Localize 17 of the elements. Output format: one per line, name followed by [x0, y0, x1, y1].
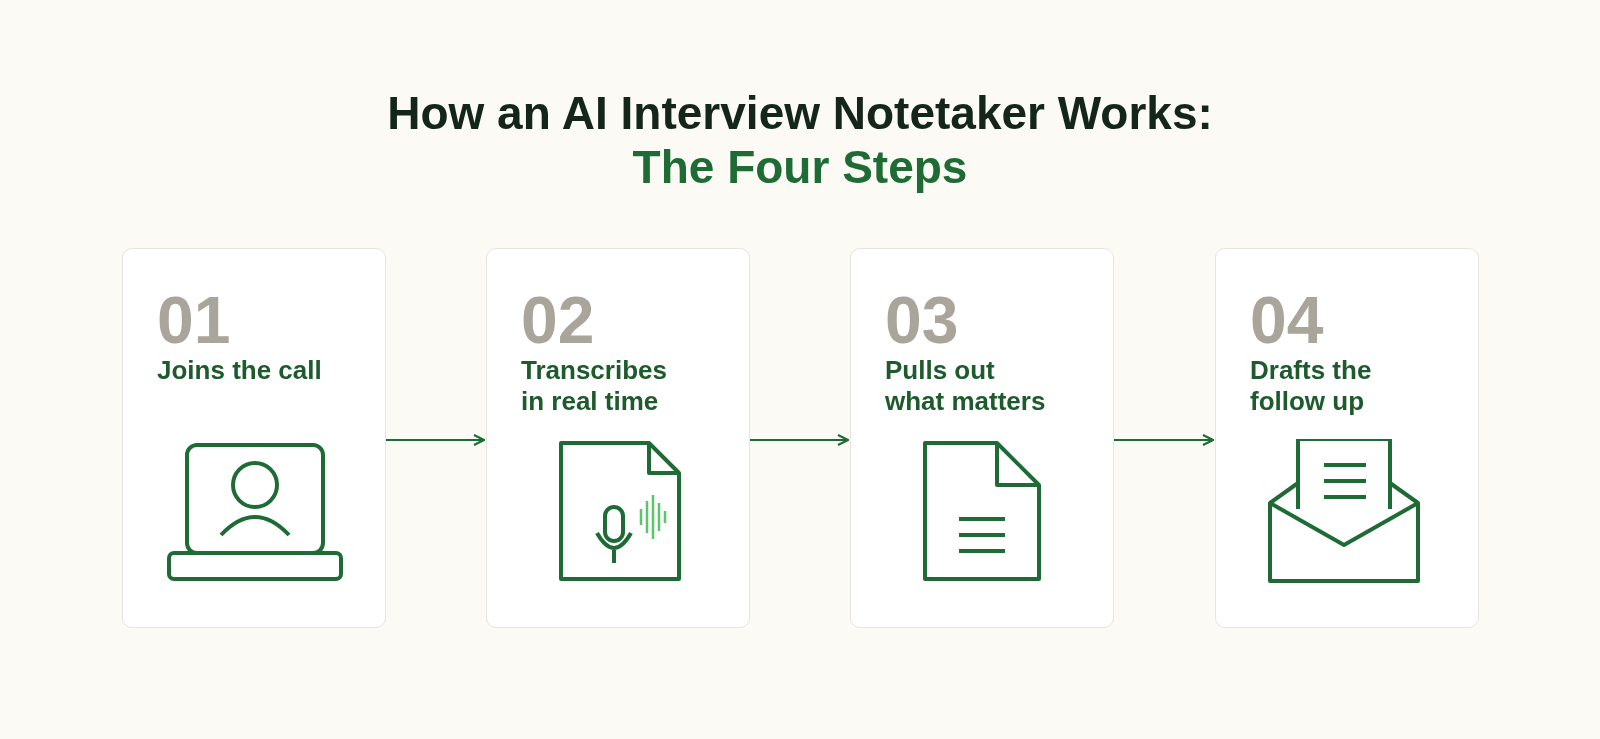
- step-number: 03: [885, 285, 959, 355]
- step-number: 02: [521, 285, 595, 355]
- step-card: [850, 248, 1114, 628]
- step-card: [486, 248, 750, 628]
- step-label: Drafts the follow up: [1250, 355, 1373, 417]
- step-label: Joins the call: [157, 355, 322, 386]
- arrow: [1114, 433, 1215, 447]
- step-number: 04: [1250, 285, 1324, 355]
- step-card: [122, 248, 386, 628]
- arrow: [386, 433, 486, 447]
- step-card: [1215, 248, 1479, 628]
- step-label: Pulls out what matters: [885, 355, 1047, 417]
- title: How an AI Interview Notetaker Works:: [386, 86, 1214, 140]
- step-label: Transcribes in real time: [521, 355, 668, 417]
- subtitle: The Four Steps: [631, 140, 969, 194]
- arrow: [750, 433, 850, 447]
- step-number: 01: [157, 285, 231, 355]
